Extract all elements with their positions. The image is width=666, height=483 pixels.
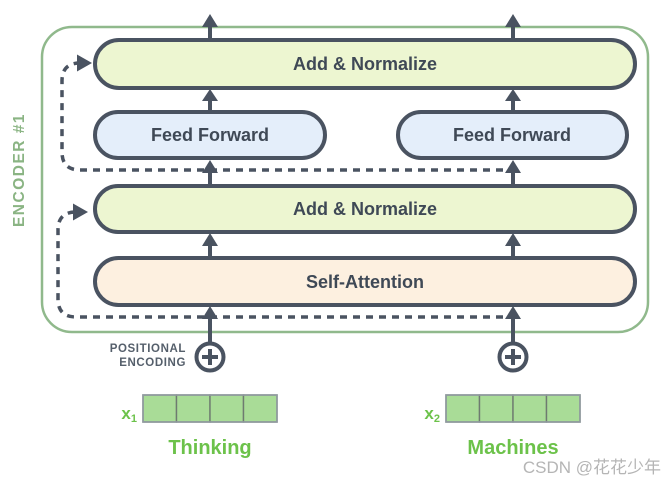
encoder-outline <box>40 25 650 334</box>
residual-connection-lower <box>56 210 503 319</box>
token-word-machines: Machines <box>467 437 558 459</box>
csdn-watermark: CSDN @花花少年 <box>523 458 661 477</box>
add-normalize-mid-box <box>93 184 637 234</box>
feed-forward-right-box <box>396 110 629 160</box>
residual-upper-arrowhead-icon <box>77 54 92 72</box>
residual-lower-arrowhead-icon <box>73 203 88 221</box>
plus-node-right <box>497 341 529 373</box>
encoder-title: ENCODER #1 <box>11 113 28 227</box>
positional-encoding-label-line2: ENCODING <box>119 357 186 369</box>
feed-forward-right-label: Feed Forward <box>453 125 571 145</box>
x2-label: x2 <box>424 404 440 425</box>
residual-connection-upper <box>60 61 503 172</box>
arrow-column-left <box>202 14 218 344</box>
self-attention-label: Self-Attention <box>306 272 424 292</box>
add-normalize-mid-label: Add & Normalize <box>293 199 437 219</box>
x1-label: x1 <box>121 404 137 425</box>
feed-forward-left-label: Feed Forward <box>151 125 269 145</box>
embedding-bar-x1 <box>142 394 278 423</box>
embedding-bar-x2 <box>445 394 581 423</box>
self-attention-box <box>93 256 637 307</box>
add-normalize-top-label: Add & Normalize <box>293 54 437 74</box>
feed-forward-left-box <box>93 110 327 160</box>
plus-node-left <box>194 341 226 373</box>
positional-encoding-label-line1: POSITIONAL <box>110 343 186 355</box>
add-normalize-top-box <box>93 38 637 90</box>
token-word-thinking: Thinking <box>168 437 251 459</box>
